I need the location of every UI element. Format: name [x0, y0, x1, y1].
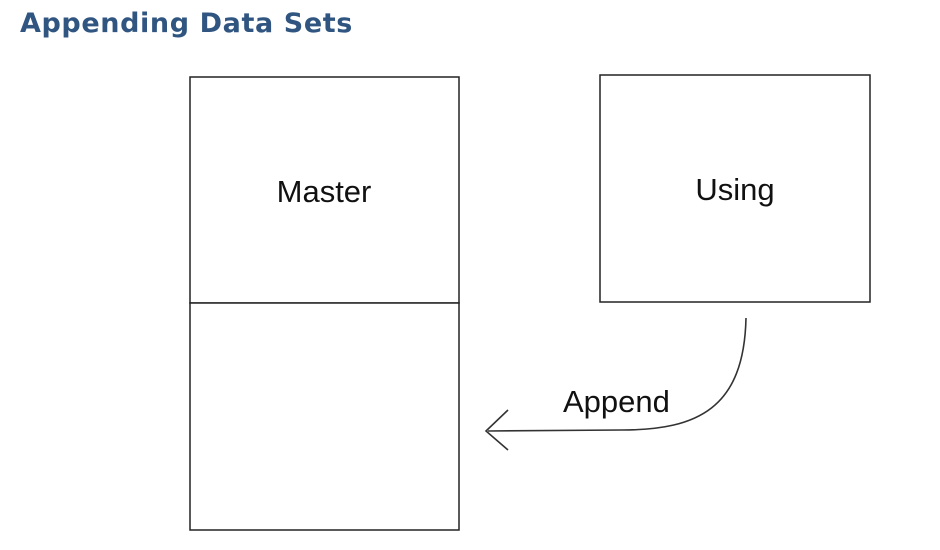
using-label: Using: [695, 172, 774, 207]
master-box-rect: [189, 76, 460, 304]
master-label: Master: [277, 174, 372, 209]
arrow-head-icon: [484, 409, 509, 451]
append-arrow-curve: [487, 317, 747, 432]
using-box: Using: [599, 74, 871, 303]
appended-section-box: [189, 302, 460, 531]
append-label: Append: [563, 384, 670, 419]
master-box: Master: [189, 76, 460, 304]
page-title: Appending Data Sets: [20, 8, 353, 39]
append-arrow: [484, 317, 747, 451]
using-box-rect: [599, 74, 871, 303]
